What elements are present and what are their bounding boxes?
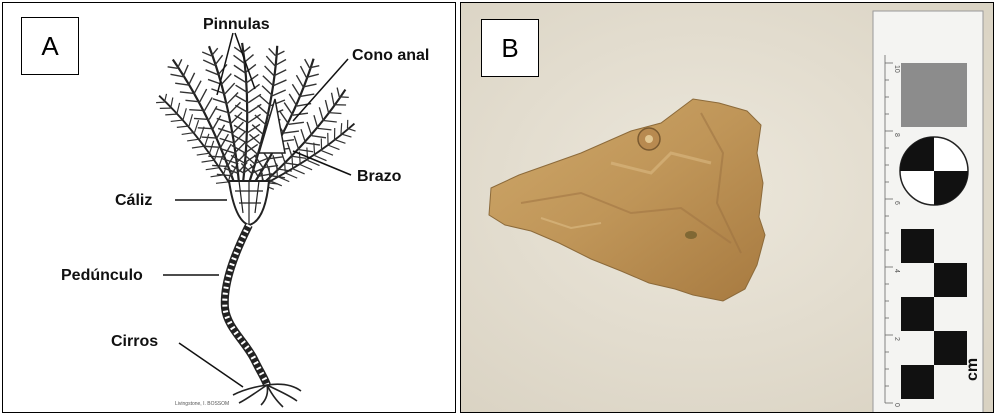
label-pedunculo: Pedúnculo bbox=[61, 267, 143, 284]
scale-num-0: 0 bbox=[893, 403, 900, 407]
crinoid-cirri bbox=[233, 384, 301, 407]
fossil-photo-panel: 10 8 6 4 2 0 cm bbox=[460, 2, 994, 413]
scale-num-6: 6 bbox=[893, 201, 900, 205]
panel-tag-a: A bbox=[21, 17, 79, 75]
calibration-target bbox=[900, 137, 968, 205]
scale-num-4: 4 bbox=[893, 269, 900, 273]
fossil-photo: 10 8 6 4 2 0 cm bbox=[461, 3, 994, 413]
scale-num-8: 8 bbox=[893, 133, 900, 137]
label-brazo: Brazo bbox=[357, 168, 402, 185]
anal-cone-shape bbox=[259, 99, 285, 153]
label-cirros: Cirros bbox=[111, 333, 158, 350]
scale-num-2: 2 bbox=[893, 337, 900, 341]
label-pinnulas: Pinnulas bbox=[203, 16, 270, 33]
scale-num-10: 10 bbox=[893, 65, 900, 73]
panel-tag-b: B bbox=[481, 19, 539, 77]
credit-text: Livingstone, I. BOSSOM bbox=[175, 401, 229, 407]
crinoid-stem bbox=[225, 225, 267, 385]
label-cono-anal: Cono anal bbox=[352, 47, 429, 64]
grey-card bbox=[901, 63, 967, 127]
crinoid-calyx bbox=[229, 181, 269, 225]
scale-bar: 10 8 6 4 2 0 cm bbox=[873, 11, 983, 413]
crinoid-diagram-panel: Pinnulas Cono anal Brazo Cáliz Pedúnculo… bbox=[2, 2, 456, 413]
label-caliz: Cáliz bbox=[115, 192, 152, 209]
crinoid-arms bbox=[149, 42, 362, 204]
crinoid-ossicle bbox=[638, 128, 660, 150]
scale-unit: cm bbox=[964, 358, 981, 381]
